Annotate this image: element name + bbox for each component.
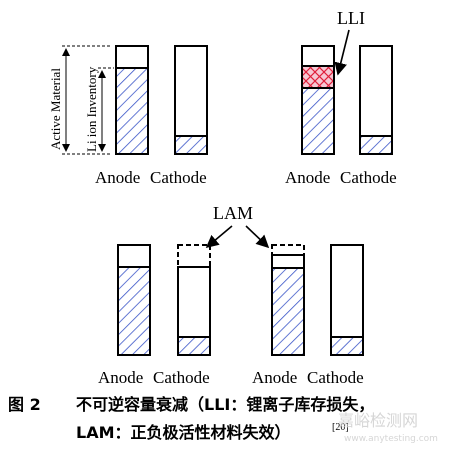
active-material-label: Active Material [48,68,63,150]
panel-bottom-left: LAM Anode Cathode [98,203,270,387]
anode-bar [117,244,151,356]
cathode-bar [174,45,208,155]
cathode-bar [177,244,211,356]
lli-callout-label: LLI [337,8,365,28]
lli-arrow [334,29,350,76]
caption-line-2: LAM：正负极活性材料失效） [76,423,291,442]
anode-label: Anode [95,168,140,187]
watermark-url: www.anytesting.com [344,434,438,444]
figure-caption: 图 2 不可逆容量衰减（LLI：锂离子库存损失， LAM：正负极活性材料失效） … [8,395,374,442]
anode-bar [301,45,335,155]
citation: [20] [332,422,349,433]
anode-label: Anode [98,368,143,387]
anode-label: Anode [252,368,297,387]
watermark: 嘉峪检测网 [338,411,418,430]
panel-top-right: LLI Anode Cathode [285,8,397,187]
lam-lost-region [177,244,211,268]
li-ion-inventory-dimension [98,67,114,152]
caption-line-1: 不可逆容量衰减（LLI：锂离子库存损失， [76,395,374,414]
figure-number: 图 2 [8,395,41,414]
anode-bar [271,244,305,356]
lam-lost-region [271,244,305,256]
cathode-label: Cathode [340,168,397,187]
panel-top-left: Active Material Li ion Inventory Anode C… [48,45,208,187]
cathode-bar [359,45,393,155]
anode-bar [115,45,149,155]
panel-bottom-right: Anode Cathode [252,244,364,387]
lam-arrow-right [245,225,270,249]
cathode-label: Cathode [307,368,364,387]
cathode-bar [330,244,364,356]
cathode-label: Cathode [150,168,207,187]
li-ion-inventory-label: Li ion Inventory [84,66,99,152]
cathode-label: Cathode [153,368,210,387]
active-material-dimension [62,45,110,155]
lam-arrow-left [205,225,233,249]
lam-callout-label: LAM [213,203,253,223]
anode-label: Anode [285,168,330,187]
